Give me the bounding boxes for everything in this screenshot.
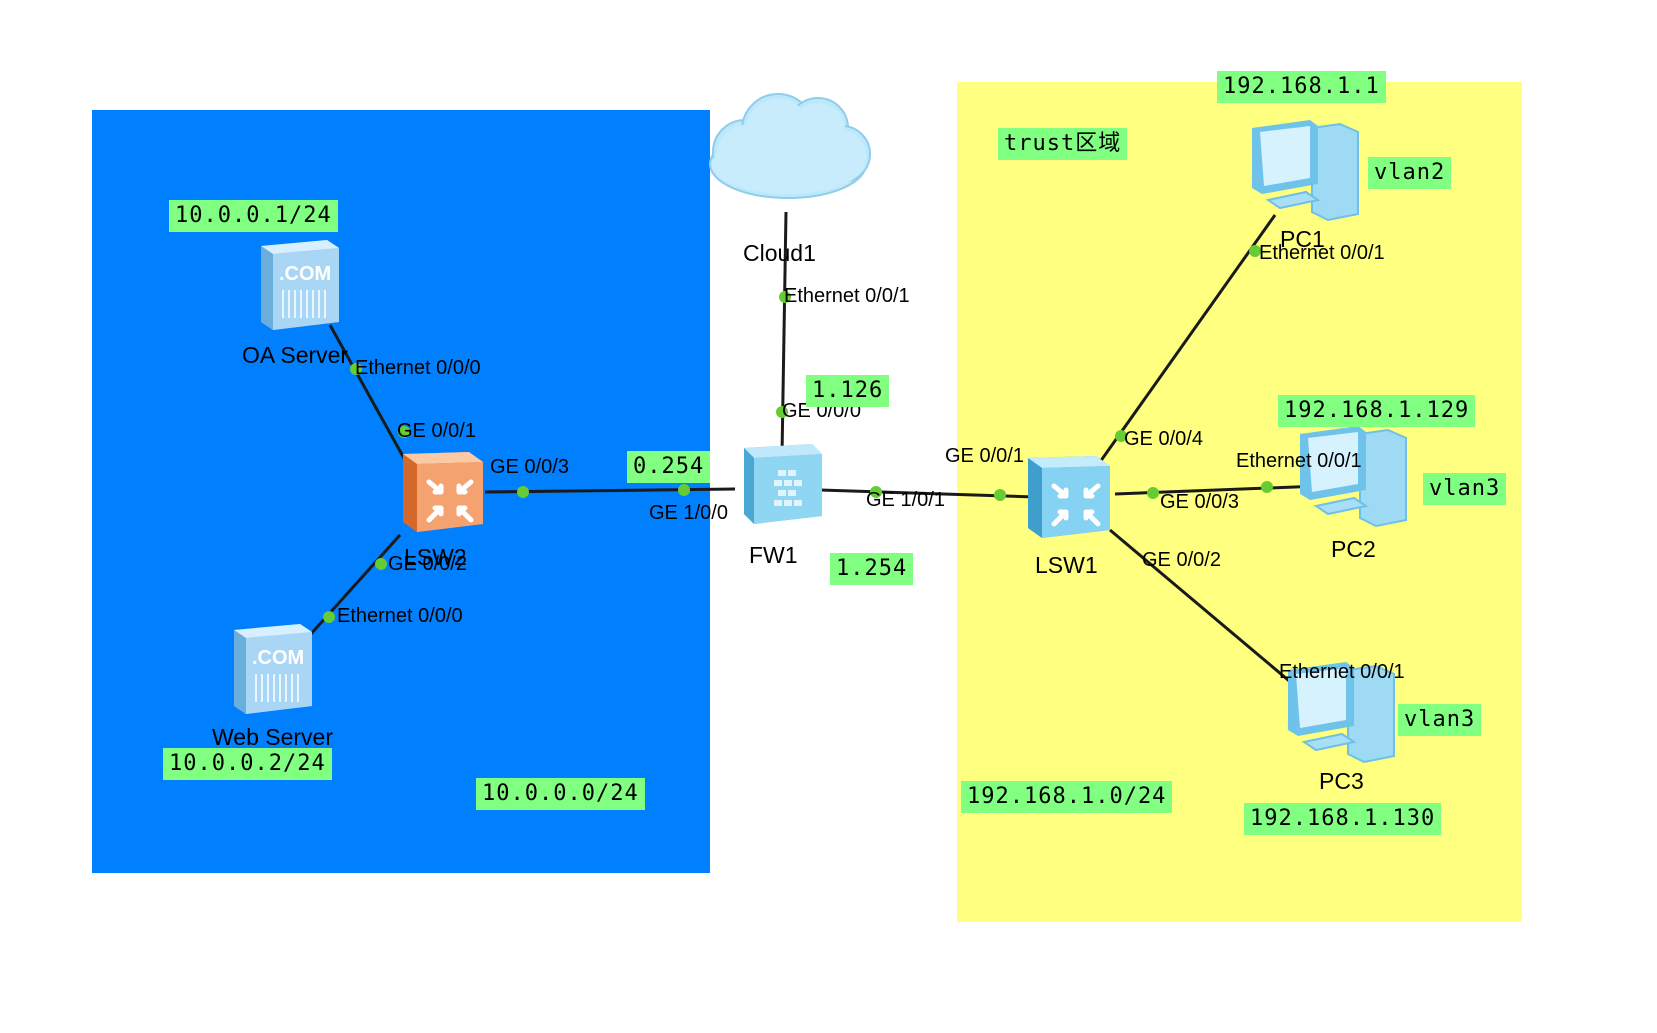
port-label-fw-g101: GE 1/0/1 [866, 489, 945, 511]
ip-tag-pc3: 192.168.1.130 [1244, 803, 1442, 835]
zone-title-trust: trust区域 [998, 128, 1128, 160]
device-name-fw: FW1 [749, 542, 798, 568]
pc-icon-pc3[interactable] [1284, 660, 1400, 764]
port-label-lsw2-g1: GE 0/0/1 [397, 420, 476, 442]
port-label-cloud-eth: Ethernet 0/0/1 [784, 285, 910, 307]
port-label-web-eth: Ethernet 0/0/0 [337, 605, 463, 627]
port-label-lsw1-g4: GE 0/0/4 [1124, 428, 1203, 450]
device-name-lsw1: LSW1 [1035, 552, 1098, 578]
port-dot-web-eth[interactable] [323, 611, 335, 623]
port-label-lsw2-g2: GE 0/0/2 [388, 553, 467, 575]
link-oa-lsw2[interactable] [328, 324, 407, 461]
port-dot-pc2-eth[interactable] [1261, 481, 1273, 493]
vlan-tag-pc1: vlan2 [1368, 157, 1452, 189]
firewall-icon[interactable] [730, 440, 826, 530]
device-name-oa: OA Server [242, 342, 349, 368]
port-label-oa-eth: Ethernet 0/0/0 [355, 357, 481, 379]
vlan-tag-pc3: vlan3 [1398, 704, 1482, 736]
port-label-lsw1-g1: GE 0/0/1 [945, 445, 1024, 467]
port-dot-lsw2-g1[interactable] [398, 426, 410, 438]
link-lsw1-pc1[interactable] [1098, 214, 1277, 463]
port-dot-oa-eth[interactable] [350, 363, 362, 375]
cloud-icon[interactable] [700, 82, 876, 212]
port-dot-fw-g000[interactable] [776, 406, 788, 418]
svg-text:.COM: .COM [279, 263, 331, 285]
port-dot-fw-g101[interactable] [870, 486, 882, 498]
link-lsw1-pc3[interactable] [1109, 528, 1301, 692]
server-icon-web[interactable]: .COM [228, 622, 318, 718]
port-label-lsw1-g2: GE 0/0/2 [1142, 549, 1221, 571]
device-name-lsw2: LSW2 [404, 544, 467, 570]
port-dot-lsw1-g4[interactable] [1115, 430, 1127, 442]
ip-tag-web: 10.0.0.2/24 [163, 748, 332, 780]
port-dot-pc1-eth[interactable] [1249, 245, 1261, 257]
port-label-pc2-eth: Ethernet 0/0/1 [1236, 450, 1362, 472]
ip-tag-fw-g100: 0.254 [627, 451, 711, 483]
svg-text:.COM: .COM [252, 647, 304, 669]
port-dot-cloud-eth[interactable] [779, 291, 791, 303]
ip-tag-fw-g000: 1.126 [806, 375, 890, 407]
port-dot-lsw2-g3[interactable] [517, 486, 529, 498]
device-name-pc3: PC3 [1319, 768, 1364, 794]
pc-icon-pc1[interactable] [1248, 118, 1364, 222]
switch-icon-lsw2[interactable] [395, 448, 491, 536]
device-name-pc2: PC2 [1331, 536, 1376, 562]
port-label-pc1-eth: Ethernet 0/0/1 [1259, 242, 1385, 264]
ip-tag-oa: 10.0.0.1/24 [169, 200, 338, 232]
port-label-fw-g100: GE 1/0/0 [649, 502, 728, 524]
server-icon-oa[interactable]: .COM [255, 238, 345, 334]
port-label-lsw1-g3: GE 0/0/3 [1160, 491, 1239, 513]
port-label-pc3-eth: Ethernet 0/0/1 [1279, 661, 1405, 683]
vlan-tag-pc2: vlan3 [1423, 473, 1507, 505]
ip-tag-pc1: 192.168.1.1 [1217, 71, 1386, 103]
ip-tag-fw-g101: 1.254 [830, 553, 914, 585]
port-dot-lsw2-g2[interactable] [375, 558, 387, 570]
device-name-cloud: Cloud1 [743, 240, 816, 266]
subnet-tag-blue: 10.0.0.0/24 [476, 778, 645, 810]
port-dot-lsw1-g1[interactable] [994, 489, 1006, 501]
port-label-lsw2-g3: GE 0/0/3 [490, 456, 569, 478]
port-dot-fw-g100[interactable] [678, 484, 690, 496]
device-name-pc1: PC1 [1280, 226, 1325, 252]
port-dot-lsw1-g3[interactable] [1147, 487, 1159, 499]
ip-tag-pc2: 192.168.1.129 [1278, 395, 1476, 427]
pc-icon-pc2[interactable] [1296, 424, 1412, 528]
subnet-tag-yellow: 192.168.1.0/24 [961, 781, 1173, 813]
device-name-web: Web Server [212, 724, 334, 750]
switch-icon-lsw1[interactable] [1020, 452, 1118, 542]
